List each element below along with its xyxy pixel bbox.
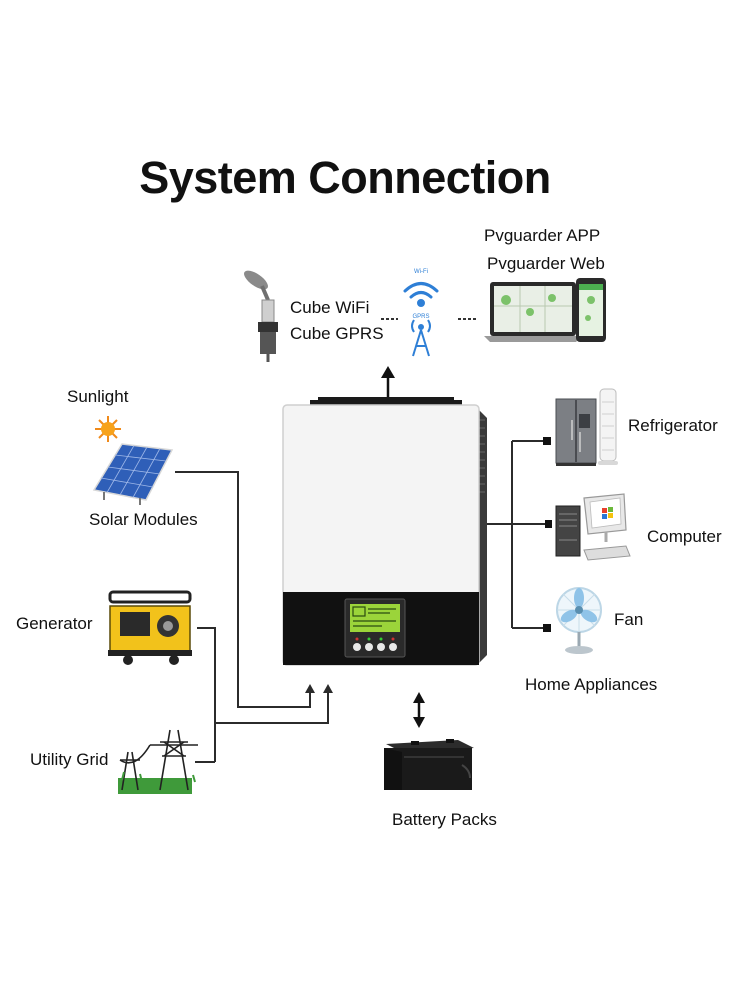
wifi-text: Wi-Fi xyxy=(414,269,428,275)
pvguarder-app-label: Pvguarder APP xyxy=(484,226,601,245)
battery-arrow xyxy=(413,692,425,728)
sun-icon xyxy=(95,416,121,442)
computer-icon xyxy=(555,493,631,561)
laptop-icon xyxy=(484,282,582,342)
grid-arrow xyxy=(323,684,333,693)
monitoring-arrow xyxy=(381,366,395,398)
fan-icon xyxy=(556,587,602,654)
generator-grid-line xyxy=(215,690,329,724)
cube-gprs-label: Cube GPRS xyxy=(290,324,384,343)
gprs-text: GPRS xyxy=(412,314,429,320)
solar-modules-label: Solar Modules xyxy=(89,510,198,529)
solar-arrow xyxy=(305,684,315,693)
computer-label: Computer xyxy=(647,527,722,546)
plug-ends xyxy=(543,437,552,632)
gprs-tower-icon xyxy=(411,319,431,357)
solar-line xyxy=(175,471,311,708)
solar-panel-icon xyxy=(92,443,174,505)
generator-line xyxy=(197,627,216,762)
pvguarder-web-label: Pvguarder Web xyxy=(487,254,605,273)
tower-heater-icon xyxy=(598,388,618,465)
power-tower-icon xyxy=(118,729,198,794)
dongle-icon xyxy=(244,270,278,362)
generator-icon xyxy=(108,590,192,665)
diagram-title: System Connection xyxy=(139,152,551,203)
generator-label: Generator xyxy=(16,614,93,633)
wifi-icon xyxy=(403,282,439,307)
sunlight-label: Sunlight xyxy=(67,387,129,406)
refrigerator-label: Refrigerator xyxy=(628,416,718,435)
fan-label: Fan xyxy=(614,610,644,629)
cube-wifi-label: Cube WiFi xyxy=(290,298,370,317)
connection-lines xyxy=(175,440,548,763)
battery-packs-label: Battery Packs xyxy=(392,810,497,829)
utility-grid-label: Utility Grid xyxy=(30,750,109,769)
refrigerator-icon xyxy=(555,398,597,466)
home-appliances-label: Home Appliances xyxy=(525,675,658,694)
inverter-icon xyxy=(282,397,487,666)
battery-icon xyxy=(384,739,474,790)
phone-icon xyxy=(576,278,606,342)
